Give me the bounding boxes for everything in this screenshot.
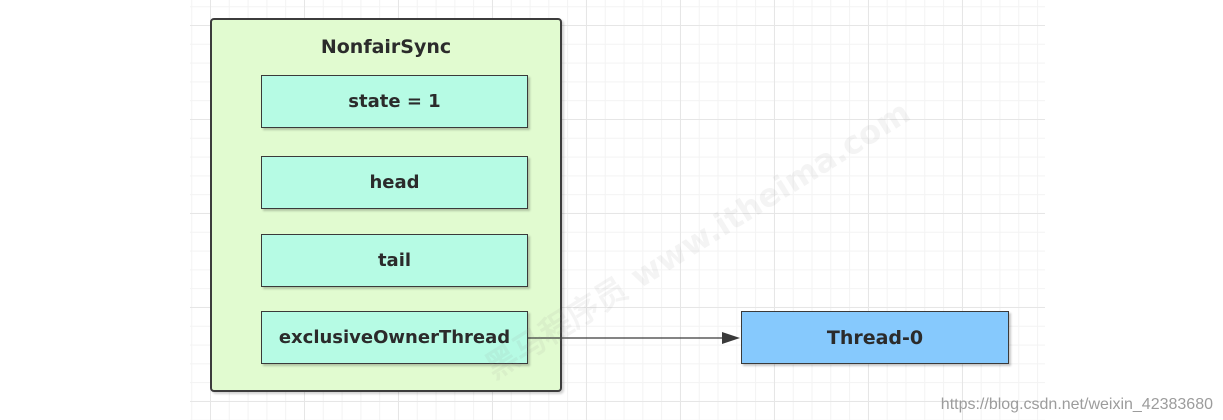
field-head[interactable]: head (261, 156, 528, 209)
field-tail[interactable]: tail (261, 234, 528, 287)
field-state[interactable]: state = 1 (261, 75, 528, 128)
container-title: NonfairSync (320, 36, 452, 58)
watermark-credit: https://blog.csdn.net/weixin_42383680 (940, 396, 1213, 413)
arrow-head-icon (722, 332, 740, 344)
thread-0-box[interactable]: Thread-0 (741, 311, 1009, 364)
field-exclusive-owner-thread[interactable]: exclusiveOwnerThread (261, 311, 528, 364)
